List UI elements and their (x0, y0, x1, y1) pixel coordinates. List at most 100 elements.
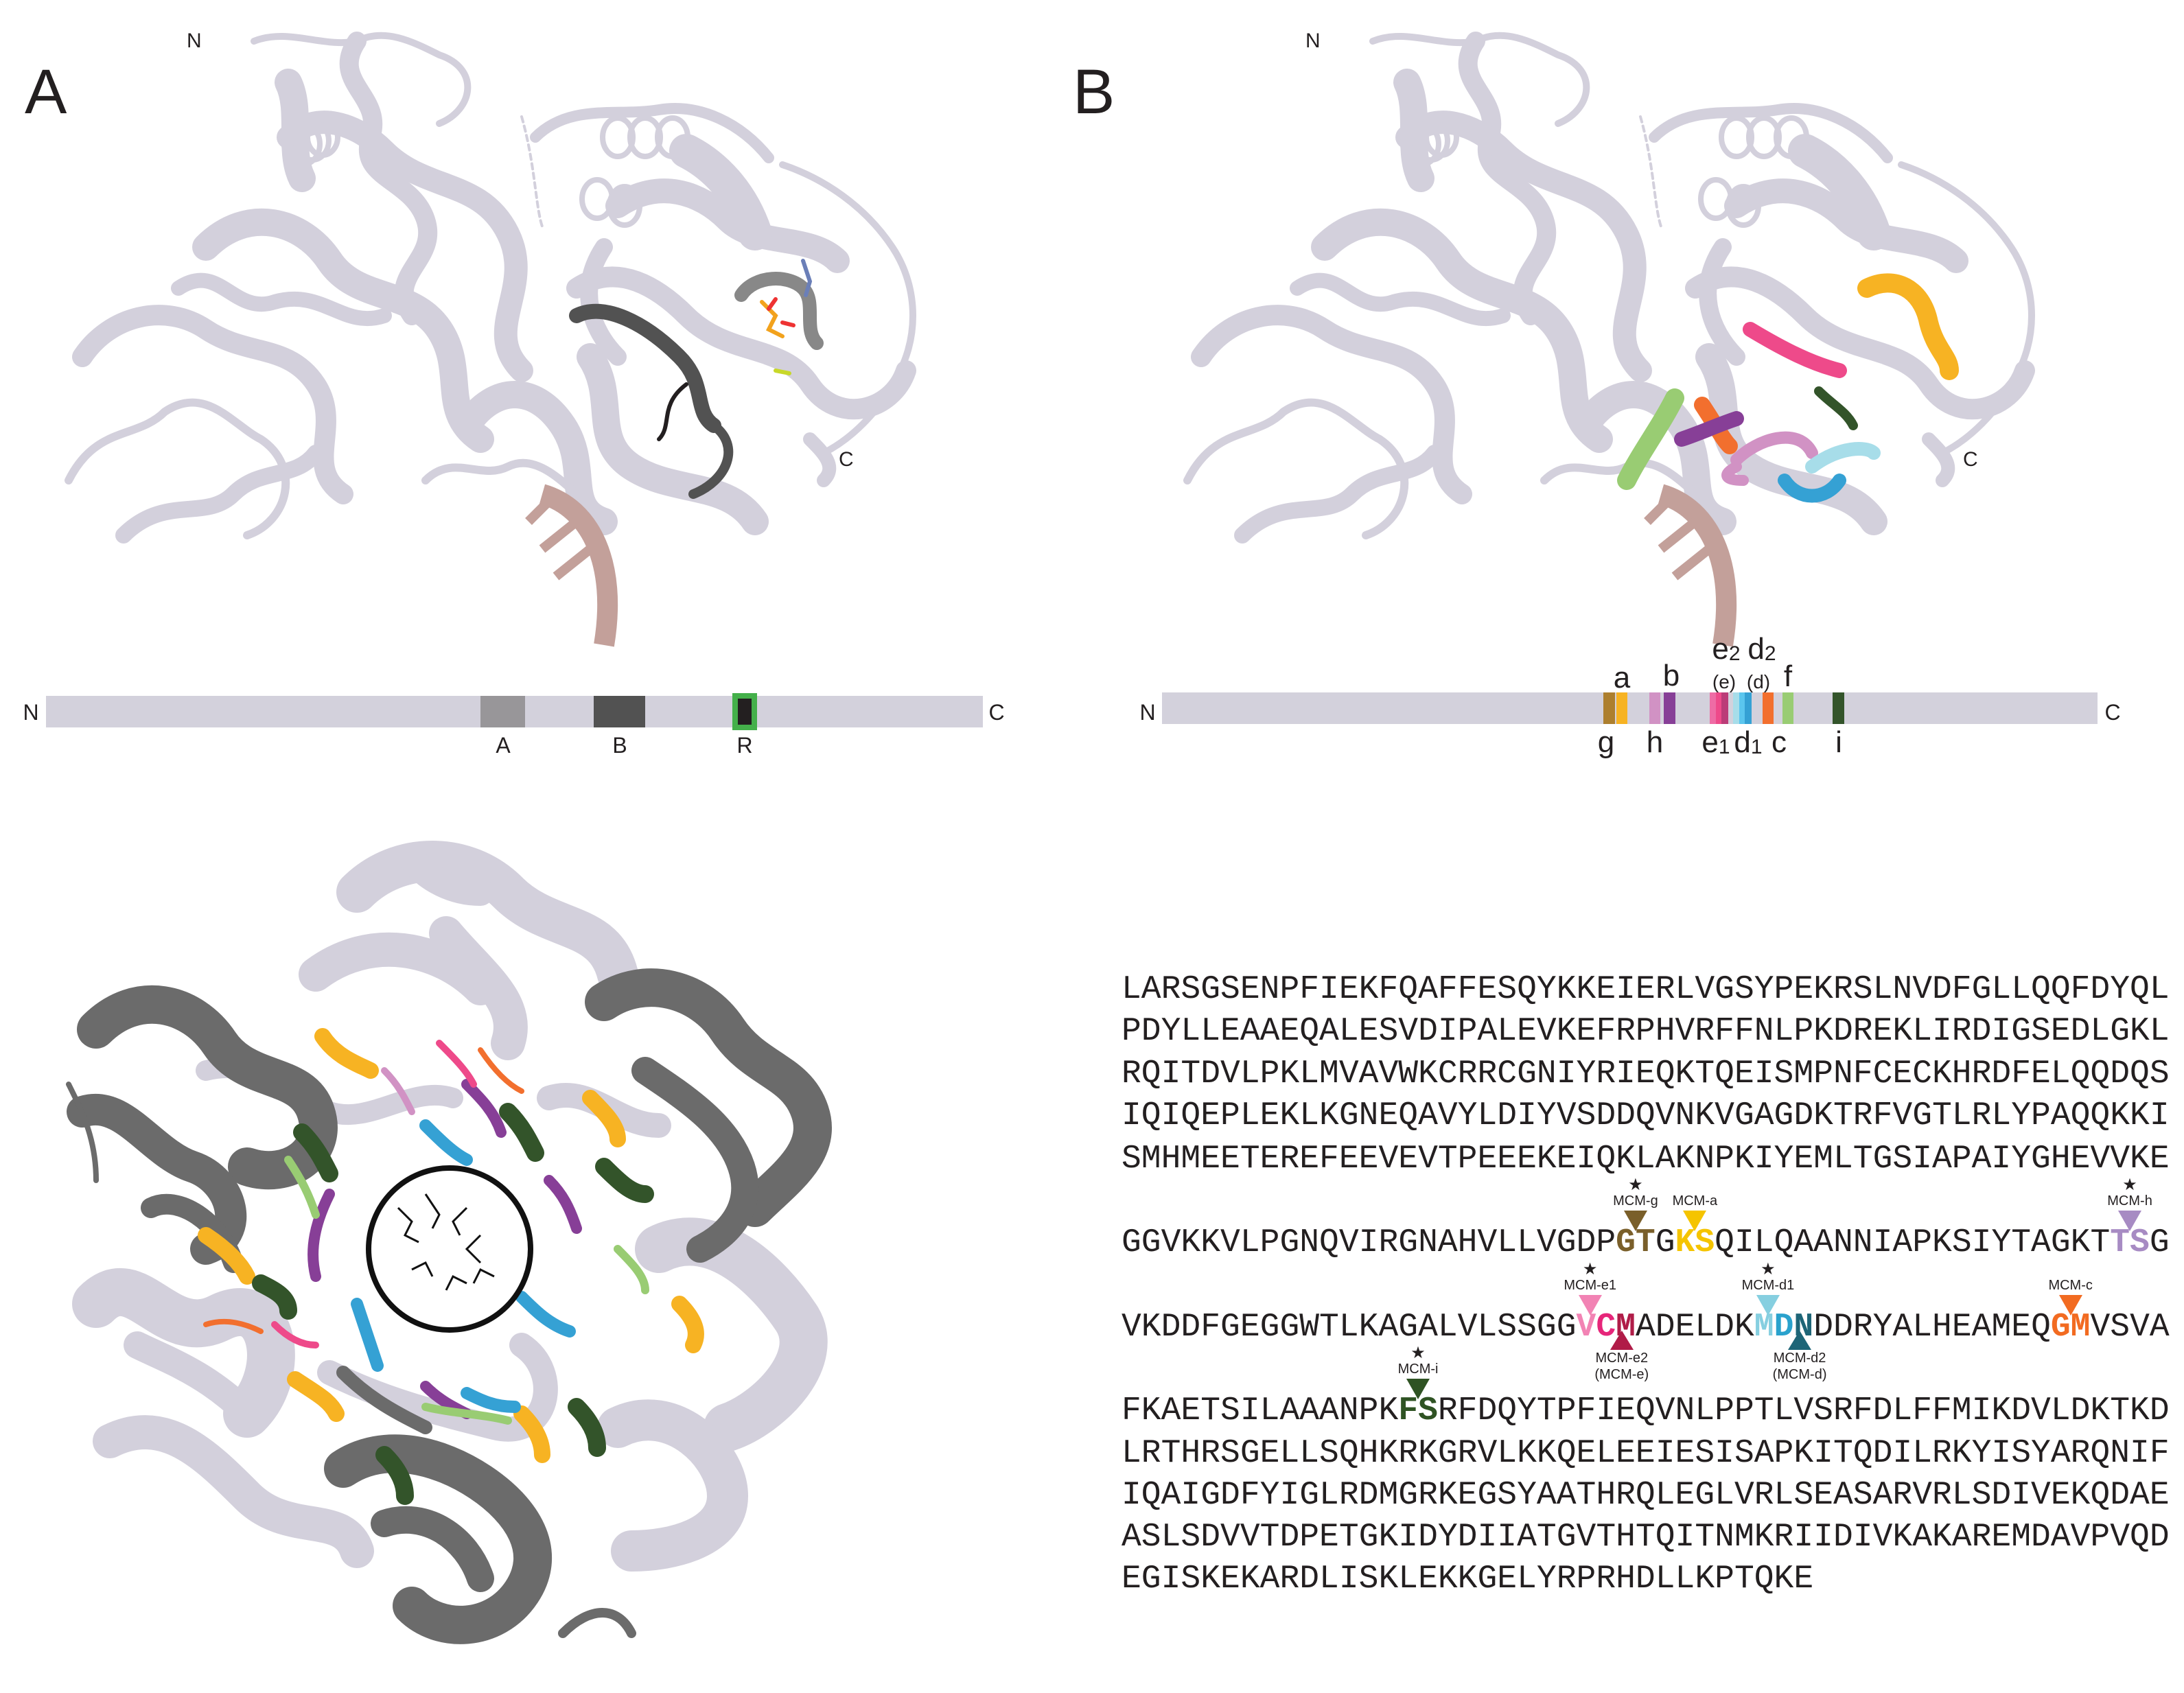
triangle-down-icon (1406, 1379, 1430, 1399)
panel-a-letter: A (25, 57, 67, 127)
sequence-line: EGISKEKARDLISKLEKKGELYRPRHDLLKPTQKE (1122, 1563, 2184, 1596)
panel-a-n-terminus-label: N (187, 30, 202, 52)
sequence-segment: FKAETSILAAANPK (1122, 1392, 1398, 1429)
bar-a-track (46, 693, 983, 730)
residue-text: EGISKEKARDLISKLEKKGELYRPRHDLLKPTQKE (1122, 1561, 1814, 1598)
residue-text: GGVKKVLPGNQVIRGNAHVLLVGDP (1122, 1224, 1616, 1261)
label-d2-subscript: 2 (1764, 642, 1776, 665)
sequence-segment: IQAIGDFYIGLRDMGRKEGSYAATHRQLEGLVRLSEASAR… (1122, 1477, 2170, 1514)
atp-oxygen (767, 297, 795, 327)
sequence-line-text: SMHMEETEREFEEVEVTPEEEKEIQKLAKNPKIYEMLTGS… (1122, 1143, 2170, 1176)
bar-b-label-f: f (1783, 659, 1793, 693)
sequence-line-text: LRTHRSGELLSQHKRKGRVLKKQELEEIESISAPKITQDI… (1122, 1437, 2170, 1470)
bar-b-segment-f (1782, 692, 1793, 724)
sequence-line: IQAIGDFYIGLRDMGRKEGSYAATHRQLEGLVRLSEASAR… (1122, 1479, 2184, 1512)
panel-b-n-terminus-label: N (1305, 30, 1321, 52)
star-icon: ★ (2122, 1175, 2137, 1194)
sequence-segment: ASLSDVVTDPETGKIDYDIIATGVTHTQITNMKRIIDIVK… (1122, 1519, 2170, 1556)
bar-b-segment-b (1664, 692, 1675, 724)
highlighted-residues: FS★MCM-i (1398, 1344, 1439, 1429)
panel-a-structure (69, 36, 913, 647)
sequence-line-text: LARSGSENPFIEKFQAFFESQYKKEIERLVGSYPEKRSLN… (1122, 973, 2170, 1006)
sequence-line-text: IQIQEPLEKLKGNEQAVYLDIYVSDDQVNKVGAGDKTRFV… (1122, 1099, 2170, 1132)
residue-text: LRTHRSGELLSQHKRKGRVLKKQELEEIESISAPKITQDI… (1122, 1435, 2170, 1472)
panel-b-letter: B (1073, 57, 1115, 127)
sequence-segment: RQITDVLPKLMVAVWKCRRCGNIYRIEQKTQEISMPNFCE… (1122, 1055, 2170, 1093)
residue-text: VKDDFGEGGWTLKAGALVLSSGG (1122, 1309, 1577, 1346)
star-icon: ★ (1582, 1259, 1598, 1278)
panel-b-c-terminus-label: C (1963, 448, 1978, 471)
label-e1-subscript: 1 (1718, 736, 1730, 758)
bar-b-segment-d2 (1745, 692, 1752, 724)
sequence-line: LRTHRSGELLSQHKRKGRVLKKQELEEIESISAPKITQDI… (1122, 1437, 2184, 1470)
dna-strand (1658, 484, 1737, 647)
mcm-hexamer-structure (66, 841, 832, 1644)
marker-label: MCM-a (1672, 1193, 1718, 1209)
bar-b-segment-i (1833, 692, 1844, 724)
hexamer-dark-subunits (66, 968, 832, 1644)
marker-label: MCM-c (2048, 1278, 2093, 1293)
sequence-line-text: ASLSDVVTDPETGKIDYDIIATGVTHTQITNMKRIIDIVK… (1122, 1521, 2170, 1554)
bar-b-label-e2: e2 (1712, 634, 1740, 664)
triangle-down-icon (1578, 1295, 1602, 1316)
marker-label: MCM-g (1613, 1193, 1658, 1209)
motif-h-ribbon (1730, 431, 1818, 466)
sequence-segment: DDRYALHEAMEQ (1813, 1309, 2051, 1346)
residue-text: SMHMEETEREFEEVEVTPEEEKEIQKLAKNPKIYEMLTGS… (1122, 1141, 2170, 1178)
bar-b-label-d1: d1 (1734, 727, 1762, 758)
residue-text: GM (2050, 1309, 2091, 1346)
residue-text: ADELDK (1635, 1309, 1754, 1346)
residue-text: V (1576, 1309, 1596, 1346)
sequence-line: ASLSDVVTDPETGKIDYDIIATGVTHTQITNMKRIIDIVK… (1122, 1521, 2184, 1554)
motif-r-sidechain (657, 382, 688, 441)
sequence-segment: VKDDFGEGGWTLKAGALVLSSGG (1122, 1309, 1577, 1346)
panel-a-motifs (569, 259, 824, 499)
residue-text: IQAIGDFYIGLRDMGRKEGSYAATHRQLEGLVRLSEASAR… (1122, 1477, 2170, 1514)
bar-b-segment-a (1616, 692, 1627, 724)
bar-a-segment-walker-a (480, 696, 525, 727)
marker-label: MCM-h (2107, 1193, 2152, 1209)
star-icon: ★ (1628, 1175, 1643, 1194)
triangle-down-icon (1623, 1211, 1647, 1231)
highlighted-residues: GT★MCM-g (1613, 1176, 1658, 1261)
bar-b-segment-e1 (1710, 692, 1716, 724)
bar-a-label-r: R (736, 733, 753, 758)
bar-b-label-h: h (1646, 725, 1664, 759)
sequence-line: RQITDVLPKLMVAVWKCRRCGNIYRIEQKTQEISMPNFCE… (1122, 1058, 2184, 1090)
label-e2-letter: e (1712, 632, 1729, 666)
residue-text: G (2149, 1224, 2170, 1261)
triangle-down-icon (2118, 1211, 2142, 1231)
residue-text: KS (1675, 1224, 1715, 1261)
sequence-segment: LRTHRSGELLSQHKRKGRVLKKQELEEIESISAPKITQDI… (1122, 1435, 2170, 1472)
sequence-line-text: RQITDVLPKLMVAVWKCRRCGNIYRIEQKTQEISMPNFCE… (1122, 1058, 2170, 1090)
bar-b-segment-c (1763, 692, 1774, 724)
dna-strand (539, 484, 618, 647)
residue-text: ASLSDVVTDPETGKIDYDIIATGVTHTQITNMKRIIDIVK… (1122, 1519, 2170, 1556)
marker-label: MCM-d2 (1773, 1351, 1826, 1366)
bar-b-segment-d1 (1733, 692, 1739, 724)
sequence-segment: RFDQYTPFIEQVNLPPTLVSRFDLFFMIKDVLDKTKD (1438, 1392, 2170, 1429)
motif-d-ribbon (1805, 442, 1881, 474)
bar-b-segment-e2 (1721, 692, 1728, 724)
bar-b-track (1162, 692, 2098, 724)
motif-a-ribbon (1857, 273, 1959, 380)
sequence-segment: ADELDK (1636, 1309, 1754, 1346)
marker-label: MCM-e1 (1564, 1278, 1617, 1293)
residue-text: FS (1398, 1392, 1438, 1429)
triangle-down-icon (1683, 1211, 1707, 1231)
triangle-up-icon (1788, 1331, 1812, 1350)
residue-text: RFDQYTPFIEQVNLPPTLVSRFDLFFMIKDVLDKTKD (1437, 1392, 2170, 1429)
triangle-down-icon (2058, 1295, 2082, 1316)
sequence-segment: VSVA (2090, 1309, 2169, 1346)
residue-text: G (1655, 1224, 1675, 1261)
marker-label: MCM-e2 (1595, 1351, 1649, 1366)
motif-h-loop (1721, 461, 1749, 486)
bar-b-n-label: N (1139, 700, 1156, 725)
